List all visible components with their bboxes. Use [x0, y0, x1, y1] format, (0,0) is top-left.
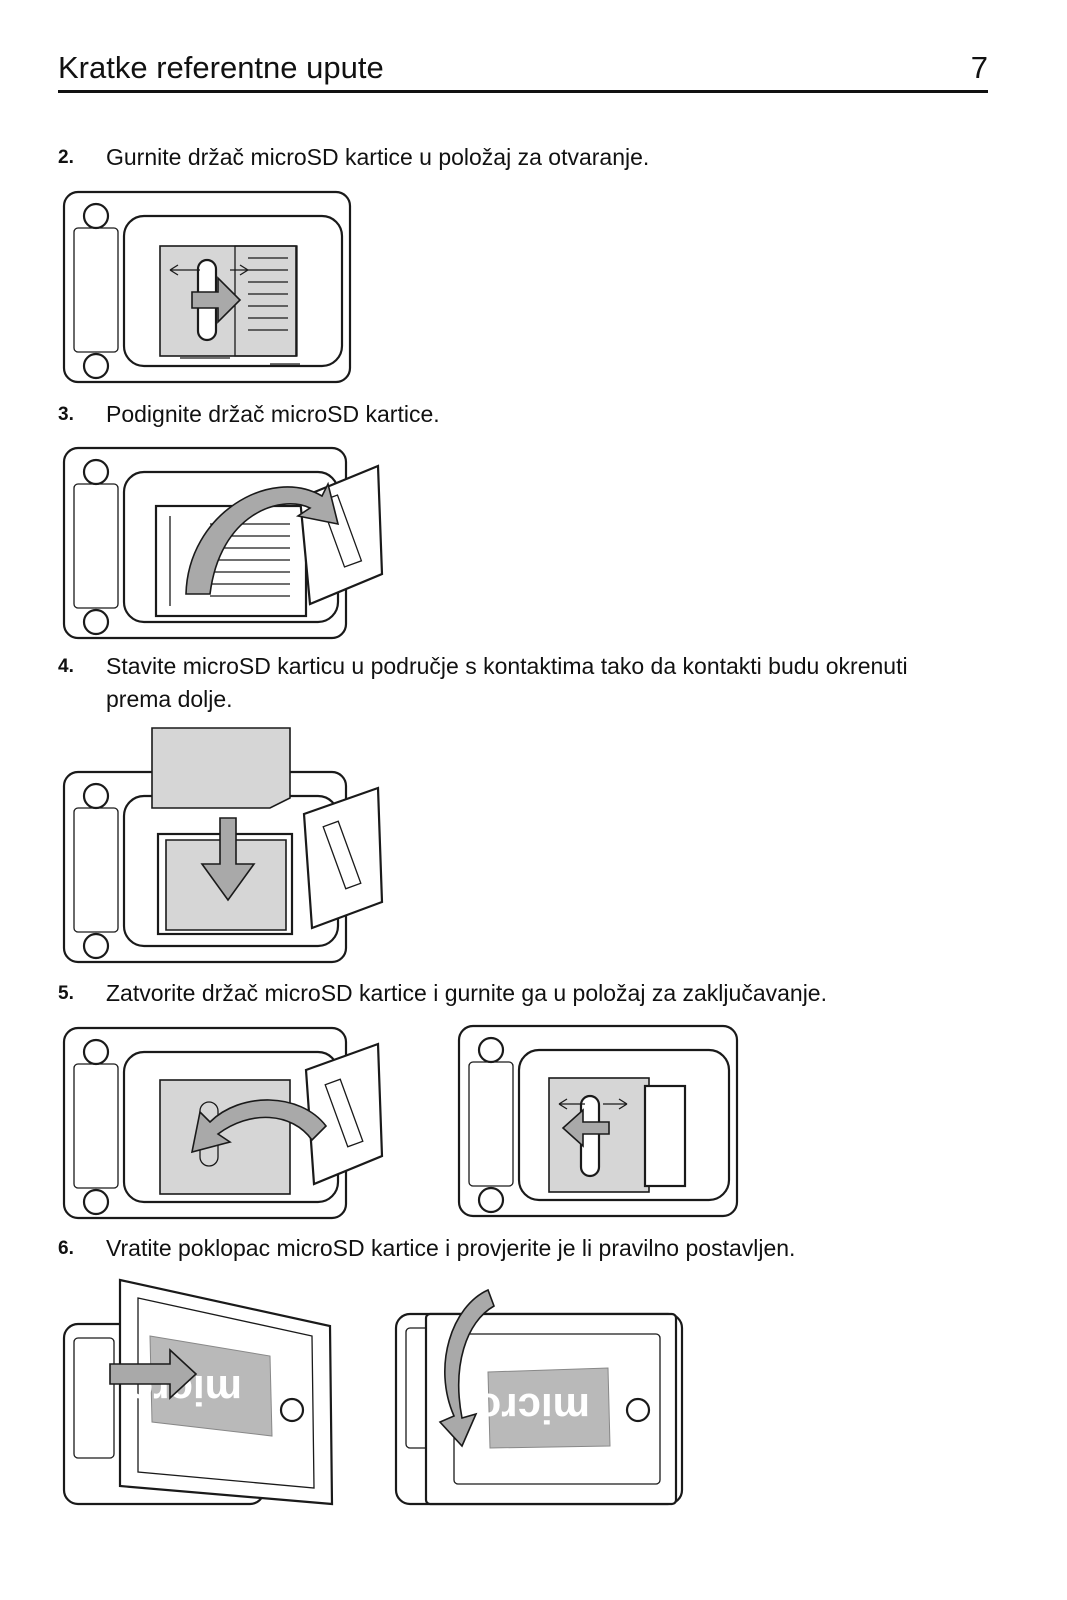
screw-hole-icon [279, 1397, 305, 1423]
figure-insert-card [62, 727, 384, 964]
step-number: 4. [58, 656, 74, 677]
screw-hole-icon [82, 1188, 110, 1216]
figure-slide-holder-open [62, 190, 352, 384]
microsd-logo [487, 1367, 611, 1449]
arrow-right-icon [109, 1348, 198, 1400]
screw-hole-icon [625, 1397, 651, 1423]
microsd-card [151, 727, 291, 809]
screw-hole-icon [82, 458, 110, 486]
arrow-left-icon [561, 1108, 610, 1148]
double-arrow-icon [169, 264, 249, 276]
figure-replace-cover-flat: micro [394, 1288, 684, 1506]
curved-arrow-icon [190, 1099, 328, 1154]
screw-hole-icon [82, 932, 110, 960]
step-text: Zatvorite držač microSD kartice i gurnit… [106, 980, 827, 1006]
step-number: 2. [58, 147, 74, 168]
figure-close-holder [62, 1026, 384, 1220]
curved-arrow-icon [185, 481, 340, 595]
step-text: Vratite poklopac microSD kartice i provj… [106, 1235, 796, 1261]
curved-arrow-icon [438, 1288, 495, 1448]
screw-hole-icon [82, 782, 110, 810]
screw-hole-icon [82, 608, 110, 636]
figure-lock-holder [457, 1024, 739, 1218]
step-number: 3. [58, 404, 74, 425]
header-title: Kratke referentne upute [58, 50, 384, 85]
page-number: 7 [970, 50, 988, 85]
arrow-down-icon [200, 817, 256, 902]
page-header: Kratke referentne upute 7 [58, 50, 988, 93]
step-text: Gurnite držač microSD kartice u položaj … [106, 144, 650, 170]
step-number: 5. [58, 983, 74, 1004]
double-arrow-icon [558, 1098, 628, 1110]
step-number: 6. [58, 1238, 74, 1259]
step-text: Stavite microSD karticu u područje s kon… [106, 653, 908, 712]
figure-lift-holder [62, 446, 384, 640]
figure-replace-cover-angled: micro [62, 1278, 334, 1506]
step-text: Podignite držač microSD kartice. [106, 401, 440, 427]
screw-hole-icon [82, 352, 110, 380]
screw-hole-icon [477, 1036, 505, 1064]
arrow-right-icon [191, 276, 242, 324]
screw-hole-icon [82, 1038, 110, 1066]
screw-hole-icon [82, 202, 110, 230]
screw-hole-icon [477, 1186, 505, 1214]
card-logo-text: micro [476, 1385, 590, 1432]
